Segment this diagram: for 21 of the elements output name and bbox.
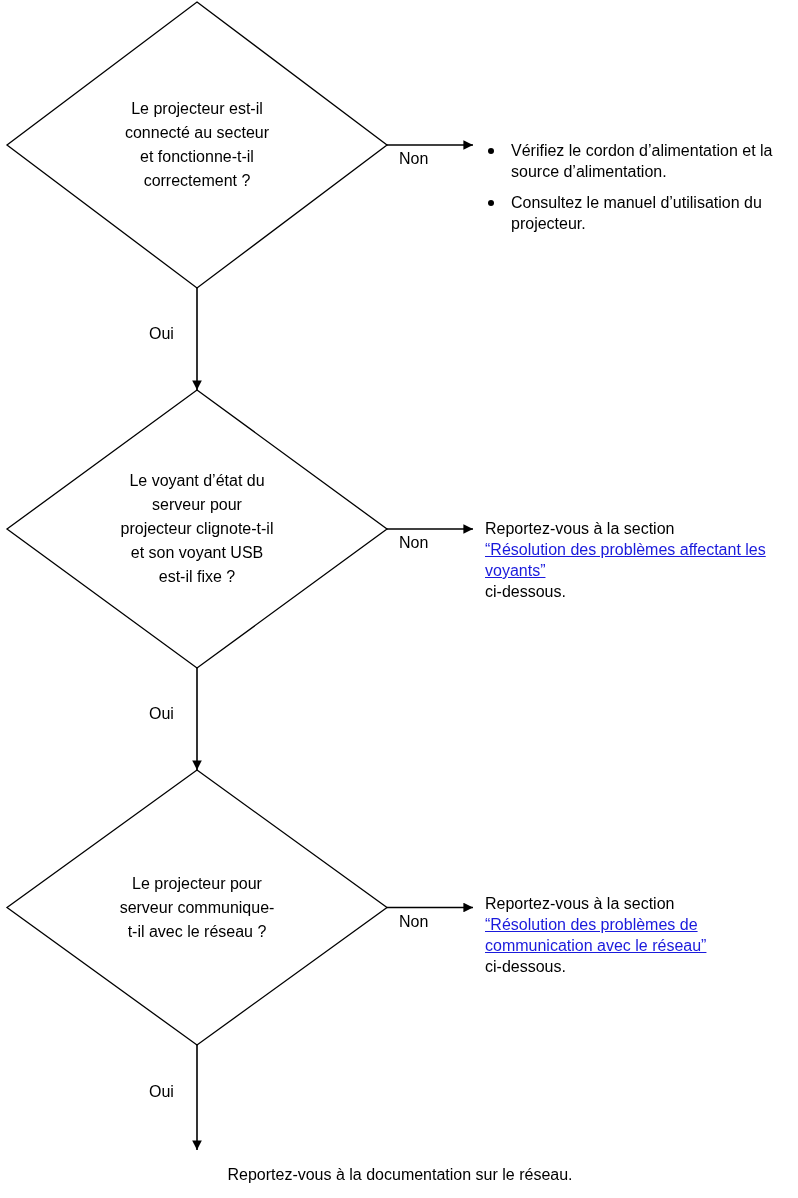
- reference-text: Reportez-vous à la section: [485, 519, 676, 539]
- arrow: [386, 524, 474, 534]
- reference-text: ci-dessous.: [485, 957, 567, 977]
- bullet-item: Vérifiez le cordon d’alimentation et la source d’alimentation.: [485, 140, 785, 182]
- decision-diamond: [7, 770, 387, 1045]
- result-text: Reportez-vous à la documentation sur le réseau.: [226, 1165, 574, 1185]
- reference-text: ci-dessous.: [485, 582, 567, 602]
- arrow: [192, 1044, 202, 1151]
- link: “Résolution des problèmes affectant les voyants”: [485, 540, 767, 581]
- question-text: Le projecteur est-il connecté au secteur et fonctionne-t-il correctement ?: [123, 99, 271, 191]
- reference-text: Reportez-vous à la section: [485, 894, 676, 914]
- link: “Résolution des problèmes de communication avec le réseau”: [485, 915, 708, 956]
- question-text: Le projecteur pour serveur communique-t-il avec le réseau ?: [118, 873, 276, 942]
- arrow: [192, 667, 202, 771]
- arrow: [386, 140, 474, 150]
- arrow: [192, 287, 202, 391]
- bullet-item: Consultez le manuel d’utilisation du projecteur.: [485, 192, 785, 234]
- decision-diamond: [7, 390, 387, 668]
- arrow: [386, 902, 474, 913]
- decision-diamond: [7, 2, 387, 288]
- question-text: Le voyant d’état du serveur pour projecteur clignote-t-il et son voyant USB est-il fixe ?: [119, 471, 275, 587]
